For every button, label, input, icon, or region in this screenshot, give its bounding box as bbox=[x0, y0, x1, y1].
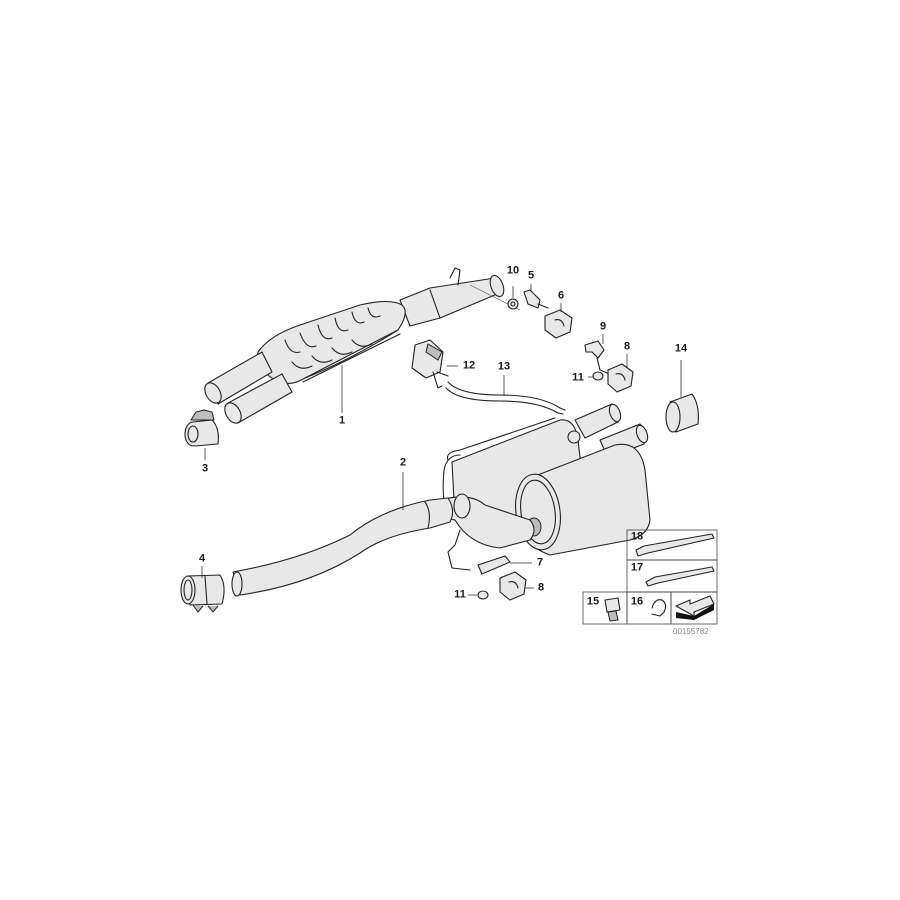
callout-8-lower: 8 bbox=[537, 581, 545, 594]
part-14-tail-pipe-trim[interactable] bbox=[665, 360, 699, 433]
part-1-front-pipe-catalytic-converter[interactable] bbox=[201, 267, 521, 426]
callout-16: 16 bbox=[630, 595, 644, 608]
callout-8-upper: 8 bbox=[623, 340, 631, 353]
catalog-number: 00155782 bbox=[673, 627, 709, 636]
callout-5: 5 bbox=[527, 269, 535, 282]
callout-4: 4 bbox=[198, 552, 206, 565]
part-10-nut[interactable] bbox=[507, 286, 519, 310]
cable-tie-18-icon bbox=[635, 533, 715, 557]
callout-7: 7 bbox=[536, 556, 544, 569]
callout-13: 13 bbox=[497, 360, 511, 373]
callout-9: 9 bbox=[599, 320, 607, 333]
callout-2: 2 bbox=[399, 456, 407, 469]
part-9-bracket[interactable] bbox=[584, 334, 613, 376]
part-8-rubber-mount-lower[interactable] bbox=[499, 571, 534, 601]
part-11-nut-upper[interactable] bbox=[588, 371, 604, 381]
callout-14: 14 bbox=[674, 342, 688, 355]
callout-15: 15 bbox=[586, 595, 600, 608]
part-2-rear-silencer[interactable] bbox=[231, 403, 651, 597]
part-7-bracket[interactable] bbox=[447, 529, 532, 575]
callout-17: 17 bbox=[630, 561, 644, 574]
callout-11-upper: 11 bbox=[572, 371, 584, 384]
part-5-bracket[interactable] bbox=[523, 284, 549, 309]
callout-6: 6 bbox=[557, 289, 565, 302]
callout-11-lower: 11 bbox=[454, 588, 466, 601]
part-4-pipe-clamp[interactable] bbox=[180, 566, 225, 613]
clip-15-icon bbox=[604, 597, 621, 613]
part-11-nut-lower[interactable] bbox=[468, 590, 489, 600]
part-13-vacuum-hose[interactable] bbox=[445, 375, 566, 415]
hose-clamp-16-icon bbox=[651, 599, 667, 617]
part-8-rubber-mount-upper[interactable] bbox=[607, 354, 634, 393]
callout-18: 18 bbox=[630, 530, 644, 543]
callout-12: 12 bbox=[462, 359, 476, 372]
callout-3: 3 bbox=[201, 462, 209, 475]
part-12-valve-actuator[interactable] bbox=[411, 339, 458, 389]
callout-1: 1 bbox=[338, 414, 346, 427]
small-parts-legend-box bbox=[582, 529, 718, 625]
part-6-rubber-mount[interactable] bbox=[544, 303, 573, 339]
callout-10: 10 bbox=[506, 264, 520, 277]
direction-arrow-icon bbox=[675, 595, 715, 617]
part-3-twin-clamp[interactable] bbox=[184, 409, 219, 460]
cable-tie-17-icon bbox=[645, 566, 715, 587]
